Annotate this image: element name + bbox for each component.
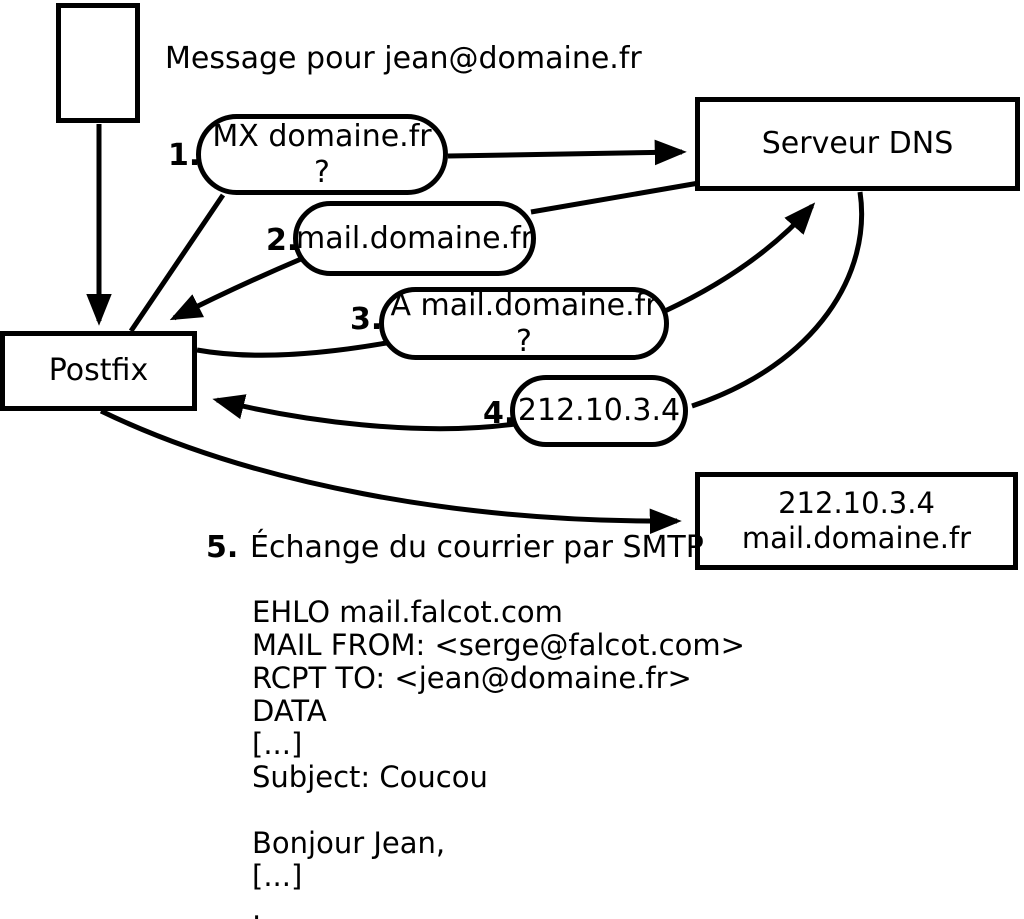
postfix-box: Postfix bbox=[0, 331, 197, 411]
step4-label: 212.10.3.4 bbox=[517, 393, 681, 428]
smtp-line: RCPT TO: <jean@domaine.fr> bbox=[252, 661, 692, 695]
step4-number: 4. bbox=[483, 396, 516, 431]
line-postfix-to-step3 bbox=[196, 339, 393, 358]
mail-server-box: 212.10.3.4 mail.domaine.fr bbox=[695, 472, 1018, 570]
step4-pill: 212.10.3.4 bbox=[510, 375, 688, 447]
smtp-line: EHLO mail.falcot.com bbox=[252, 595, 563, 629]
postfix-label: Postfix bbox=[48, 353, 149, 388]
step3-pill: A mail.domaine.fr ? bbox=[379, 287, 669, 360]
step3-number: 3. bbox=[350, 302, 383, 337]
mail-server-ip: 212.10.3.4 bbox=[778, 486, 935, 520]
step5-label: Échange du courrier par SMTP bbox=[250, 530, 704, 565]
mail-server-host: mail.domaine.fr bbox=[741, 521, 972, 555]
arrow-step4-to-postfix bbox=[212, 394, 516, 432]
step2-label: mail.domaine.fr bbox=[295, 220, 534, 256]
step1-label: MX domaine.fr ? bbox=[212, 118, 432, 190]
smtp-line: [...] bbox=[252, 859, 303, 893]
arrow-step3-to-dns bbox=[663, 202, 816, 314]
step1-number: 1. bbox=[168, 138, 201, 173]
arrow-step1-to-dns bbox=[447, 139, 687, 166]
dns-server-label: Serveur DNS bbox=[761, 126, 954, 161]
step5-number: 5. bbox=[206, 530, 239, 565]
mail-client-box bbox=[56, 3, 140, 123]
step3-label: A mail.domaine.fr ? bbox=[390, 287, 658, 359]
line-postfix-to-step1 bbox=[128, 193, 226, 333]
smtp-line: . bbox=[252, 892, 262, 919]
smtp-line: Subject: Coucou bbox=[252, 760, 488, 794]
step2-number: 2. bbox=[266, 223, 299, 258]
line-dns-to-step2 bbox=[530, 180, 700, 215]
message-label: Message pour jean@domaine.fr bbox=[165, 41, 642, 76]
smtp-line bbox=[252, 794, 745, 827]
step1-pill: MX domaine.fr ? bbox=[196, 114, 448, 195]
smtp-line: Bonjour Jean, bbox=[252, 826, 446, 860]
line-dns-to-step4 bbox=[691, 191, 865, 409]
smtp-line: MAIL FROM: <serge@falcot.com> bbox=[252, 628, 745, 662]
smtp-line: DATA bbox=[252, 694, 327, 728]
arrow-postfix-to-mailserver bbox=[99, 408, 682, 535]
dns-server-box: Serveur DNS bbox=[695, 97, 1020, 191]
smtp-line: [...] bbox=[252, 727, 303, 761]
step2-pill: mail.domaine.fr bbox=[293, 201, 536, 276]
arrow-step2-to-postfix bbox=[169, 256, 302, 321]
smtp-transcript: EHLO mail.falcot.com MAIL FROM: <serge@f… bbox=[252, 596, 745, 919]
